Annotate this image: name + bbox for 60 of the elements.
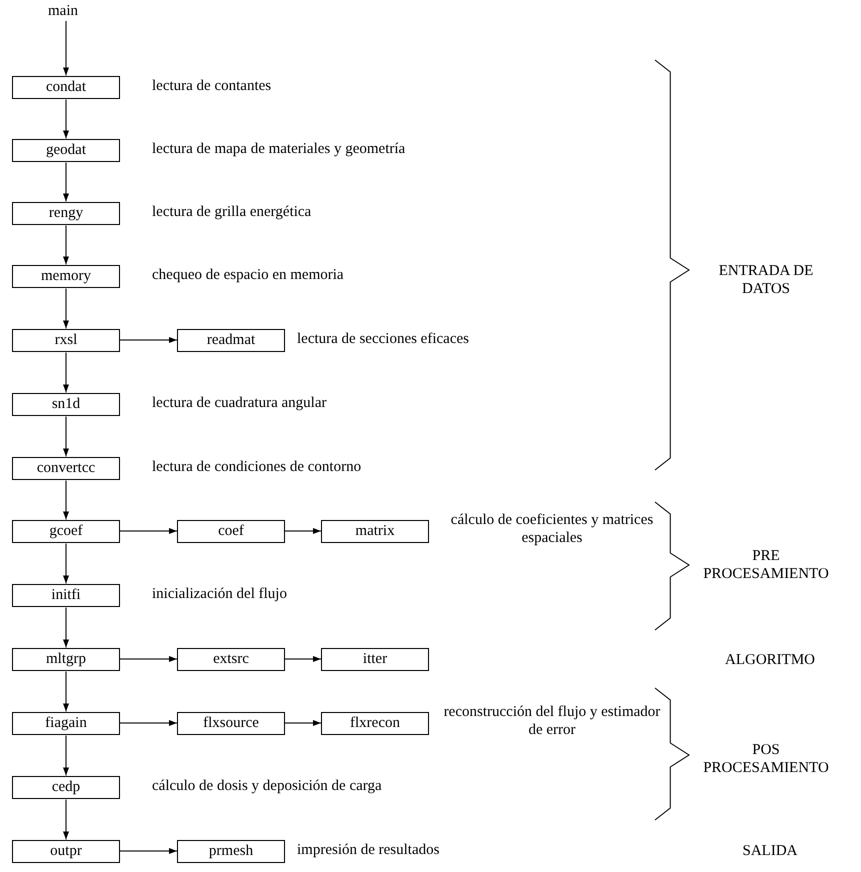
routine-box: flxsource xyxy=(177,712,285,734)
arrow xyxy=(63,799,69,840)
arrow xyxy=(63,20,69,76)
description-text: lectura de grilla energética xyxy=(152,203,312,221)
routine-name: main xyxy=(48,3,78,20)
arrow xyxy=(120,337,178,343)
routine-box: coef xyxy=(177,520,285,542)
routine-box: initfi xyxy=(12,584,120,606)
arrow xyxy=(284,656,322,662)
arrow xyxy=(63,352,69,393)
arrow xyxy=(63,671,69,712)
arrow xyxy=(63,416,69,457)
description-text: lectura de secciones eficaces xyxy=(297,330,469,348)
arrow xyxy=(120,848,178,854)
description-text: cálculo de dosis y deposición de carga xyxy=(152,777,382,795)
routine-box: prmesh xyxy=(177,840,285,862)
description-text: impresión de resultados xyxy=(297,841,440,859)
arrow xyxy=(63,99,69,139)
routine-box: rxsl xyxy=(12,328,120,352)
routine-box: memory xyxy=(12,264,120,288)
description-text: lectura de contantes xyxy=(152,77,272,95)
routine-box: cedp xyxy=(12,776,120,798)
description-text: lectura de cuadratura angular xyxy=(152,394,326,412)
routine-box: itter xyxy=(321,648,429,670)
arrow xyxy=(63,288,69,329)
section-label: PRE PROCESAMIENTO xyxy=(702,547,830,583)
routine-box: outpr xyxy=(12,840,120,862)
routine-box: convertcc xyxy=(12,456,120,480)
routine-box: flxrecon xyxy=(321,712,429,734)
arrow xyxy=(63,480,69,520)
arrow xyxy=(63,543,69,584)
description-text: inicialización del flujo xyxy=(152,585,287,603)
routine-box: fiagain xyxy=(12,712,120,734)
section-label: POS PROCESAMIENTO xyxy=(702,741,830,777)
description-text: cálculo de coeficientes y matrices espaciales xyxy=(450,511,654,547)
routine-box: extsrc xyxy=(177,648,285,670)
routine-box: rengy xyxy=(12,202,120,224)
arrow xyxy=(63,607,69,648)
routine-box: readmat xyxy=(177,328,285,352)
arrow xyxy=(63,162,69,202)
routine-box: geodat xyxy=(12,138,120,162)
routine-box: sn1d xyxy=(12,392,120,416)
routine-box: condat xyxy=(12,76,120,98)
arrow xyxy=(120,720,178,726)
arrow xyxy=(120,656,178,662)
description-text: reconstrucción del flujo y estimador de error xyxy=(442,703,662,739)
arrow xyxy=(120,528,178,534)
section-label: SALIDA xyxy=(742,842,798,860)
description-text: lectura de mapa de materiales y geometría xyxy=(152,140,406,158)
routine-box: matrix xyxy=(321,520,429,542)
description-text: chequeo de espacio en memoria xyxy=(152,266,344,284)
arrow xyxy=(284,720,322,726)
arrow xyxy=(63,735,69,776)
section-label: ENTRADA DE DATOS xyxy=(718,262,814,298)
arrow xyxy=(284,528,322,534)
routine-box: gcoef xyxy=(12,520,120,542)
description-text: lectura de condiciones de contorno xyxy=(152,458,362,476)
routine-box: mltgrp xyxy=(12,648,120,670)
arrow xyxy=(63,225,69,265)
section-label: ALGORITMO xyxy=(724,651,816,669)
